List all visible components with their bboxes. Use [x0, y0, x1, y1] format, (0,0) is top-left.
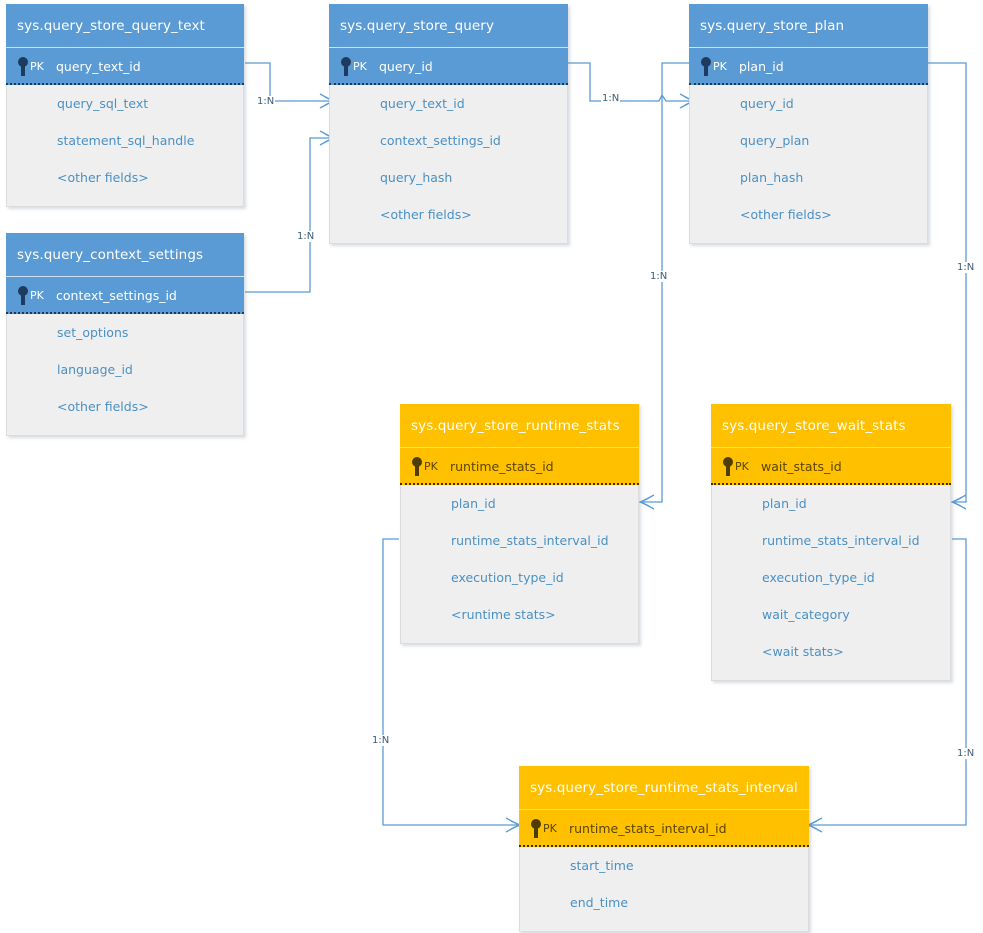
- entity-fields: query_text_id context_settings_id query_…: [329, 85, 568, 244]
- field-row: language_id: [57, 362, 133, 377]
- entity-primary-key-row[interactable]: PK query_id: [329, 48, 568, 85]
- cardinality-label-interval-to-runtime-stats: 1:N: [371, 735, 391, 746]
- entity-primary-key-row[interactable]: PK query_text_id: [6, 48, 244, 85]
- field-row: query_plan: [740, 133, 810, 148]
- field-row: <other fields>: [57, 399, 149, 414]
- field-row: start_time: [570, 858, 634, 873]
- field-row: context_settings_id: [380, 133, 501, 148]
- field-row: execution_type_id: [762, 570, 875, 585]
- cardinality-label-plan-to-wait-stats: 1:N: [956, 262, 976, 273]
- field-row: <other fields>: [380, 207, 472, 222]
- pk-field-name: runtime_stats_id: [450, 459, 554, 474]
- field-row: <other fields>: [57, 170, 149, 185]
- cardinality-label-interval-to-wait-stats: 1:N: [956, 748, 976, 759]
- pk-field-name: runtime_stats_interval_id: [569, 821, 727, 836]
- key-icon: [18, 286, 28, 305]
- entity-title: sys.query_context_settings: [6, 233, 244, 277]
- field-row: <other fields>: [740, 207, 832, 222]
- field-row: <runtime stats>: [451, 607, 556, 622]
- field-row: query_id: [740, 96, 794, 111]
- field-row: plan_id: [451, 496, 496, 511]
- entity-fields: query_sql_text statement_sql_handle <oth…: [6, 85, 244, 207]
- cardinality-label-plan-to-runtime-stats: 1:N: [649, 271, 669, 282]
- pk-field-name: context_settings_id: [56, 288, 177, 303]
- field-row: runtime_stats_interval_id: [762, 533, 920, 548]
- entity-query-store-wait-stats[interactable]: sys.query_store_wait_stats PK wait_stats…: [711, 404, 951, 681]
- field-row: query_sql_text: [57, 96, 149, 111]
- pk-tag: PK: [353, 60, 367, 73]
- entity-primary-key-row[interactable]: PK wait_stats_id: [711, 448, 951, 485]
- cardinality-label-query-to-plan: 1:N: [601, 93, 621, 104]
- entity-title: sys.query_store_wait_stats: [711, 404, 951, 448]
- field-row: wait_category: [762, 607, 850, 622]
- pk-tag: PK: [424, 460, 438, 473]
- field-row: query_text_id: [380, 96, 465, 111]
- entity-title: sys.query_store_plan: [689, 4, 928, 48]
- connector-context-to-query: [245, 130, 336, 293]
- field-row: end_time: [570, 895, 629, 910]
- pk-tag: PK: [543, 822, 557, 835]
- field-row: set_options: [57, 325, 129, 340]
- pk-field-name: wait_stats_id: [761, 459, 842, 474]
- entity-primary-key-row[interactable]: PK runtime_stats_id: [400, 448, 639, 485]
- pk-field-name: plan_id: [739, 59, 784, 74]
- entity-query-context-settings[interactable]: sys.query_context_settings PK context_se…: [6, 233, 244, 436]
- entity-fields: set_options language_id <other fields>: [6, 314, 244, 436]
- field-row: <wait stats>: [762, 644, 844, 659]
- pk-field-name: query_id: [379, 59, 433, 74]
- cardinality-label-context-to-query: 1:N: [296, 231, 316, 242]
- pk-field-name: query_text_id: [56, 59, 141, 74]
- pk-tag: PK: [30, 289, 44, 302]
- entity-query-store-query[interactable]: sys.query_store_query PK query_id query_…: [329, 4, 568, 244]
- entity-primary-key-row[interactable]: PK runtime_stats_interval_id: [519, 810, 809, 847]
- entity-title: sys.query_store_query_text: [6, 4, 244, 48]
- field-row: runtime_stats_interval_id: [451, 533, 609, 548]
- entity-primary-key-row[interactable]: PK context_settings_id: [6, 277, 244, 314]
- field-row: statement_sql_handle: [57, 133, 195, 148]
- entity-query-store-plan[interactable]: sys.query_store_plan PK plan_id query_id…: [689, 4, 928, 244]
- entity-fields: query_id query_plan plan_hash <other fie…: [689, 85, 928, 244]
- key-icon: [341, 57, 351, 76]
- field-row: plan_id: [762, 496, 807, 511]
- field-row: execution_type_id: [451, 570, 564, 585]
- pk-tag: PK: [713, 60, 727, 73]
- pk-tag: PK: [735, 460, 749, 473]
- entity-title: sys.query_store_runtime_stats: [400, 404, 639, 448]
- pk-tag: PK: [30, 60, 44, 73]
- cardinality-label-text-to-query: 1:N: [256, 96, 276, 107]
- entity-title: sys.query_store_query: [329, 4, 568, 48]
- entity-title: sys.query_store_runtime_stats_interval: [519, 766, 809, 810]
- connector-plan-to-runtime-stats: [638, 62, 691, 510]
- key-icon: [412, 457, 422, 476]
- field-row: plan_hash: [740, 170, 804, 185]
- key-icon: [531, 819, 541, 838]
- key-icon: [701, 57, 711, 76]
- connector-query-to-plan: [568, 62, 696, 109]
- key-icon: [723, 457, 733, 476]
- entity-query-store-runtime-stats-interval[interactable]: sys.query_store_runtime_stats_interval P…: [519, 766, 809, 932]
- entity-fields: start_time end_time: [519, 847, 809, 932]
- entity-fields: plan_id runtime_stats_interval_id execut…: [711, 485, 951, 681]
- key-icon: [18, 57, 28, 76]
- entity-query-store-runtime-stats[interactable]: sys.query_store_runtime_stats PK runtime…: [400, 404, 639, 644]
- field-row: query_hash: [380, 170, 453, 185]
- entity-fields: plan_id runtime_stats_interval_id execut…: [400, 485, 639, 644]
- entity-query-store-query-text[interactable]: sys.query_store_query_text PK query_text…: [6, 4, 244, 207]
- entity-primary-key-row[interactable]: PK plan_id: [689, 48, 928, 85]
